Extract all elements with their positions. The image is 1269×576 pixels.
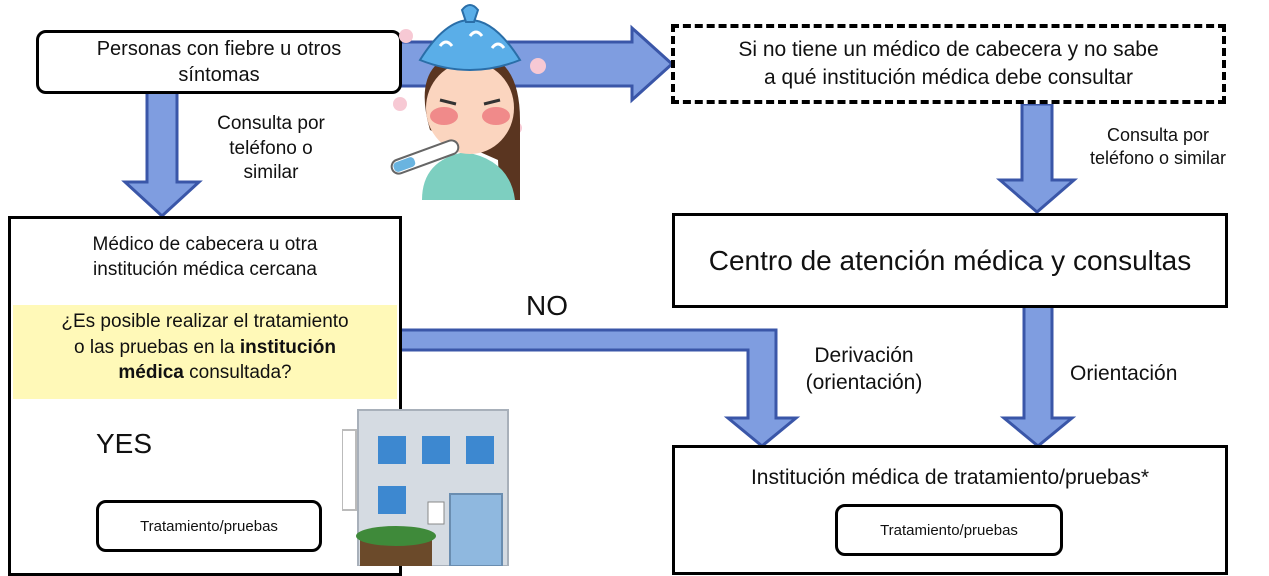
left-consult-line1: Consulta por: [217, 113, 325, 134]
hospital-building-illustration: [342, 409, 509, 566]
question-line2: o las pruebas en la institución: [13, 335, 397, 361]
left-consult-line3: similar: [243, 162, 299, 184]
family-doctor-title: Médico de cabecera u otra institución mé…: [11, 233, 399, 282]
arrow-to-consult-center: [995, 102, 1079, 214]
treatment-institution-title: Institución médica de tratamiento/prueba…: [750, 466, 1150, 489]
left-consult-label: Consulta por teléfono o similar: [196, 112, 346, 186]
arrow-no-referral: [398, 328, 801, 448]
question-line3: médica consultada?: [13, 360, 397, 386]
treatment-box-right: Tratamiento/pruebas: [835, 504, 1063, 556]
treatment-left-label: Tratamiento/pruebas: [140, 517, 278, 535]
consultation-center-box: Centro de atención médica y consultas: [672, 213, 1228, 308]
no-label: NO: [526, 290, 568, 321]
question-text-2: o las pruebas en la: [74, 336, 240, 358]
question-text-3: consultada?: [183, 362, 292, 384]
guidance-label: Orientación: [1070, 362, 1178, 385]
fever-symptoms-box: Personas con fiebre u otros síntomas: [36, 30, 402, 94]
question-bold-institution: institución: [239, 336, 336, 358]
family-doctor-line1: Médico de cabecera u otra: [92, 234, 318, 255]
no-family-doctor-line1: Si no tiene un médico de cabecera y no s…: [738, 37, 1159, 61]
treatment-box-left: Tratamiento/pruebas: [96, 500, 322, 552]
consultation-center-label: Centro de atención médica y consultas: [708, 244, 1192, 276]
treatment-institution-box: Institución médica de tratamiento/prueba…: [672, 445, 1228, 575]
right-consult-label: Consulta por teléfono o similar: [1058, 124, 1258, 171]
right-consult-line2: teléfono o similar: [1089, 148, 1227, 169]
family-doctor-line2: institución médica cercana: [93, 258, 317, 280]
referral-line1: Derivación: [814, 344, 914, 367]
right-consult-line1: Consulta por: [1106, 125, 1210, 145]
arrow-guidance: [999, 304, 1077, 448]
arrow-to-family-doctor: [121, 90, 203, 219]
fever-symptoms-text: Personas con fiebre u otros síntomas: [96, 38, 342, 86]
question-line1: ¿Es posible realizar el tratamiento: [61, 311, 349, 332]
referral-line2: (orientación): [805, 371, 923, 395]
referral-label: Derivación (orientación): [784, 342, 944, 397]
treatment-right-label: Tratamiento/pruebas: [880, 521, 1018, 539]
yes-label: YES: [96, 428, 153, 459]
no-family-doctor-box: Si no tiene un médico de cabecera y no s…: [671, 24, 1226, 104]
left-consult-line2: teléfono o: [229, 137, 313, 159]
sick-person-illustration: [390, 4, 546, 200]
no-family-doctor-line2: a qué institución médica debe consultar: [764, 66, 1133, 89]
treatment-question: ¿Es posible realizar el tratamiento o la…: [13, 305, 397, 399]
question-bold-medica: médica: [118, 362, 184, 384]
